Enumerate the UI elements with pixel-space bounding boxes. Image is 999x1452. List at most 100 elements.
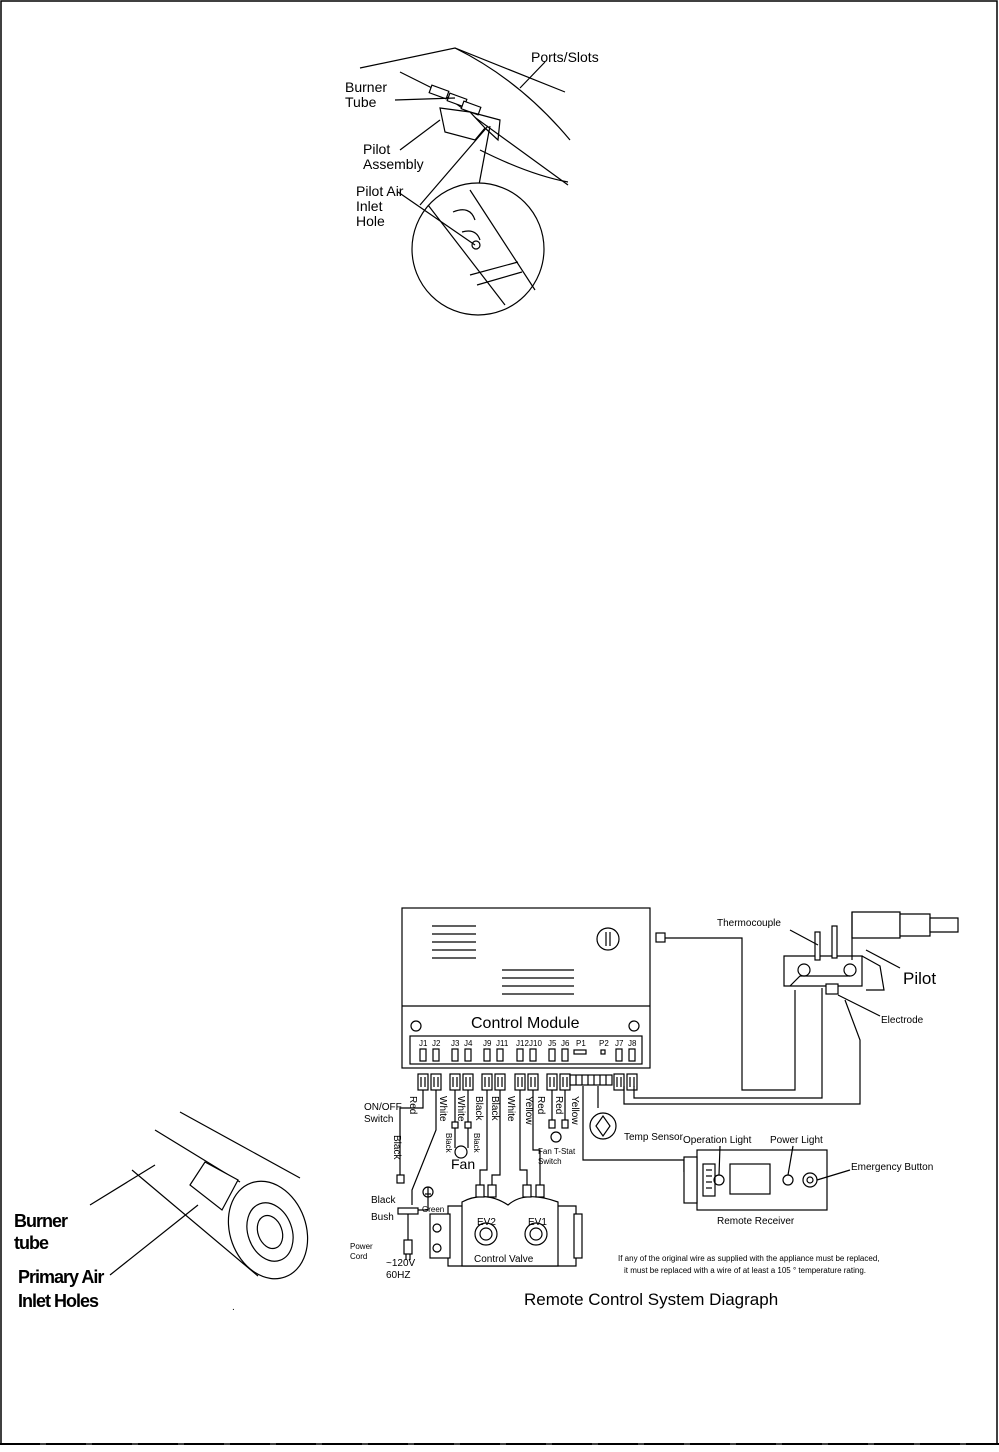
voltage-label-1: ~120V [386,1258,416,1269]
bush-label: Bush [371,1212,394,1223]
switch-terminal [396,1174,405,1184]
receiver-pin-block [702,1163,716,1197]
burner-tube-leader [394,97,456,101]
terminal-slot-j7 [615,1048,623,1062]
pilot-assembly-shape [439,107,486,141]
burner-tube-label-1: Burner [345,79,387,95]
tube-top-edge [179,1111,301,1179]
terminal-slot-j9 [483,1048,491,1062]
pilot-air-label-2: Inlet [356,198,383,214]
valve-inlet-bolt-2 [432,1243,442,1253]
tstat-connector-left [548,1119,556,1129]
wire-connector-4 [462,1073,474,1091]
control-module-label: Control Module [471,1015,580,1032]
terminal-label-j11: J11 [496,1039,509,1048]
white-wire-to-cord [411,1090,437,1205]
wire-connector-5 [481,1073,493,1091]
valve-terminals [475,1184,545,1198]
fan-tstat-label-2: Switch [538,1157,562,1166]
pilot-assembly-label-1: Pilot [363,141,390,157]
terminal-slot-j6 [561,1048,569,1062]
black-wire-ev2-a [479,1090,488,1185]
terminal-label-j9: J9 [483,1039,492,1048]
valve-outlet [573,1213,583,1259]
wire-color-label-4: Black [473,1096,484,1121]
terminal-label-j8: J8 [628,1039,637,1048]
pilot-air-label-3: Hole [356,213,385,229]
burner-tube-label-2: Tube [345,94,377,110]
primary-air-label-2: Inlet Holes [18,1291,99,1311]
pilot-air-hole-mark [471,240,481,250]
bush [397,1207,419,1215]
wire-connector-10 [559,1073,571,1091]
fan-label: Fan [451,1156,475,1172]
thermocouple-connector [655,932,666,943]
wire-connector-6 [494,1073,506,1091]
electrode-leader [837,994,881,1017]
power-plug [403,1239,413,1255]
terminal-label-j1: J1 [419,1039,428,1048]
wire-connector-8 [527,1073,539,1091]
fan-black-left: Black [444,1133,453,1154]
thermocouple-label: Thermocouple [717,918,781,929]
operation-light-leader [718,1145,721,1176]
primary-air-inlet-hole [189,1161,239,1211]
tube-end-opening [246,1202,294,1262]
replacement-note-line-2: it must be replaced with a wire of at le… [624,1266,866,1275]
footer-dot: . [232,1302,235,1313]
terminal-label-j3: J3 [451,1039,460,1048]
terminal-slot-p2 [600,1049,606,1055]
zoom-mark-1 [452,209,476,221]
voltage-label-2: 60HZ [386,1270,410,1281]
terminal-label-p2: P2 [599,1039,609,1048]
temp-sensor-label: Temp Sensor [624,1132,684,1143]
pilot-assembly-leader [399,119,441,151]
receiver-display [729,1163,771,1195]
thermocouple-rod [814,931,821,961]
terminal-label-j7: J7 [615,1039,624,1048]
temp-sensor-mark [595,1114,611,1138]
wire-connector-12 [626,1073,638,1091]
wire-color-label-2: White [437,1096,448,1122]
fan-connector-left [451,1121,459,1129]
black-label: Black [371,1195,396,1206]
power-light [782,1174,794,1186]
terminal-slot-j4 [464,1048,472,1062]
diagram-title: Remote Control System Diagraph [524,1290,778,1309]
wire-color-label-3: White [455,1096,466,1122]
power-light-label: Power Light [770,1135,823,1146]
bracket-bolt-right [843,963,857,977]
bracket-bolt-left [797,963,811,977]
emergency-leader [816,1169,851,1181]
terminal-slot-j3 [451,1048,459,1062]
emergency-button-label: Emergency Button [851,1162,933,1173]
ports-leader [519,61,546,89]
terminal-label-j12: J12 [516,1039,529,1048]
receiver-pins [706,1169,712,1189]
terminal-label-j2: J2 [432,1039,441,1048]
control-module-fuse [596,927,620,951]
ev1-coil [524,1222,548,1246]
burner-ports [428,84,482,116]
red-wire-to-switch [399,1090,424,1175]
pilot-bracket-base [789,975,850,987]
ev2-label: EV2 [477,1217,496,1228]
white-wire-ev1-a [519,1090,528,1185]
terminal-strip [409,1035,643,1065]
replacement-note-line-1: If any of the original wire as supplied … [618,1254,879,1263]
terminal-slot-j5 [548,1048,556,1062]
tstat-connector-right [561,1119,569,1129]
wire-connectors [417,1073,638,1091]
screw-right [628,1020,640,1032]
yellow-wire-ev1-b [532,1090,541,1185]
pilot-tube-fitting [899,913,931,937]
burner-figure: Burner tube Primary Air Inlet Holes . [14,1111,309,1313]
pilot-assembly-side [469,111,501,142]
green-ground-wire [418,1197,429,1211]
burner-tube-bottom-edge [479,149,569,183]
wire-color-label-7: Yellow [523,1096,534,1125]
temp-sensor [589,1112,617,1140]
terminal-slot-j1 [419,1048,427,1062]
fan-tstat-label-1: Fan T-Stat [538,1147,576,1156]
